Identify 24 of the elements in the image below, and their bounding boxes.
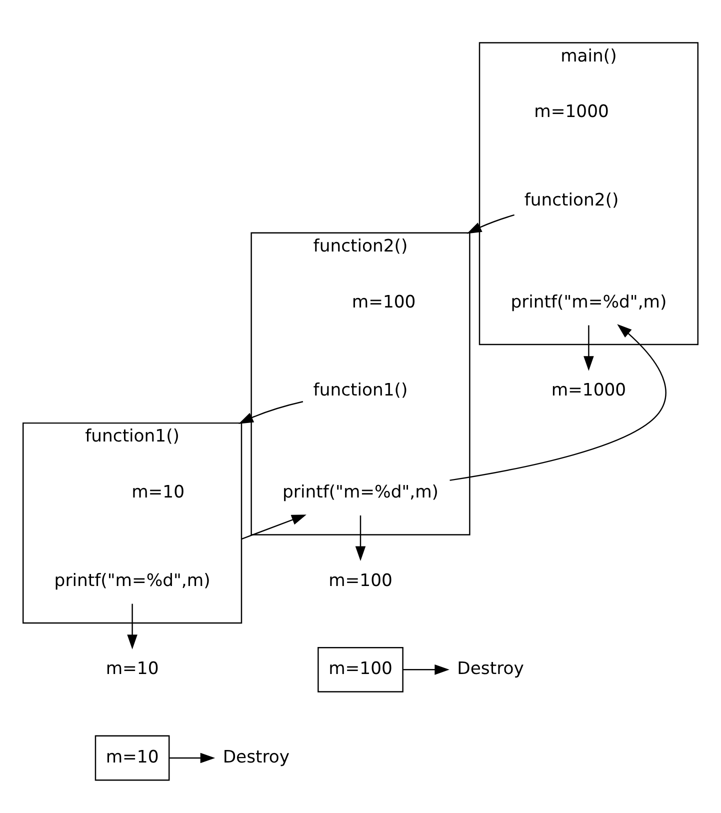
node-text: m=10 bbox=[132, 482, 185, 503]
node-text: printf("m=%d",m) bbox=[282, 482, 438, 503]
arrow bbox=[403, 664, 450, 675]
arrow bbox=[355, 515, 366, 561]
node-text: function2() bbox=[524, 190, 619, 211]
node-text: m=100 bbox=[328, 570, 392, 591]
arrow bbox=[170, 752, 216, 764]
node-text: Destroy bbox=[457, 659, 524, 680]
node-text: function1() bbox=[313, 380, 408, 401]
arrow bbox=[241, 514, 306, 540]
arrow bbox=[127, 604, 138, 650]
node-text: Destroy bbox=[222, 748, 290, 768]
node-text: m=10 bbox=[106, 659, 159, 680]
arrow bbox=[450, 324, 666, 481]
node-text: m=1000 bbox=[534, 102, 609, 122]
node-box: m=100 bbox=[318, 646, 404, 692]
node-box: m=10 bbox=[94, 735, 170, 781]
arrow bbox=[238, 401, 304, 424]
node-text: m=100 bbox=[352, 292, 416, 312]
arrow bbox=[584, 325, 594, 371]
node-text: m=1000 bbox=[551, 380, 626, 401]
node-text: printf("m=%d",m) bbox=[54, 570, 210, 591]
arrow bbox=[466, 214, 514, 234]
node-text: printf("m=%d",m) bbox=[510, 292, 667, 312]
